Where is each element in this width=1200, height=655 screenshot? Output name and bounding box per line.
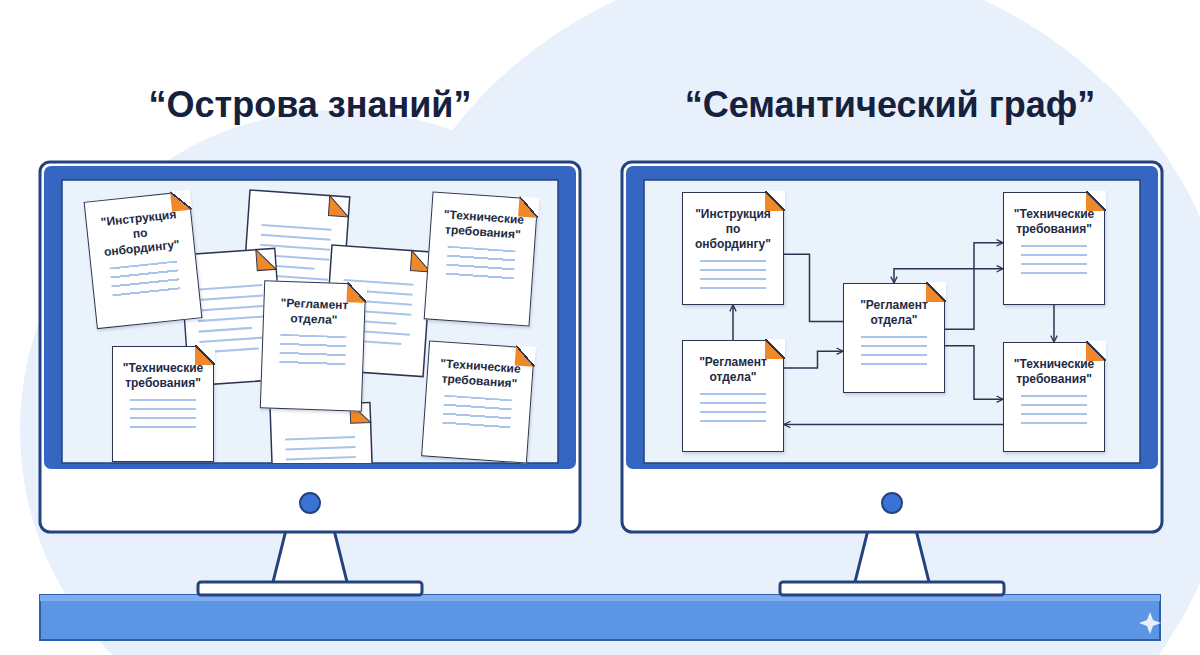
connector-arrow	[945, 243, 1003, 329]
monitor-left	[40, 162, 580, 595]
sparkle	[1139, 612, 1161, 634]
background-blob	[20, 110, 660, 655]
document-title: "Технические требования"	[1010, 357, 1098, 387]
connector-arrow	[784, 424, 1003, 426]
document-title: "Технические требования"	[436, 207, 530, 243]
document-title: "Технические требования"	[433, 356, 527, 392]
document-title: "Регламент отдела"	[689, 355, 777, 385]
document-card: "Инструкция по онбордингу"	[682, 192, 784, 305]
document-title: "Регламент отдела"	[270, 295, 359, 328]
document-lines	[110, 260, 181, 301]
monitor-right	[622, 162, 1162, 595]
document-lines	[442, 395, 512, 434]
document-lines	[1021, 395, 1086, 429]
document-card: "Регламент отдела"	[682, 340, 784, 452]
document-card: "Технические требования"	[424, 191, 539, 326]
document-card: "Технические требования"	[1003, 192, 1105, 305]
document-title: "Инструкция по онбордингу"	[689, 207, 777, 252]
connector-arrow	[784, 254, 843, 321]
document-title: "Технические требования"	[1010, 207, 1098, 237]
document-card: "Технические требования"	[112, 346, 214, 462]
document-title: "Технические требования"	[119, 361, 207, 391]
connector-arrow	[1053, 305, 1055, 342]
connector-arrow	[894, 269, 1003, 283]
document-card: "Инструкция по онбордингу"	[84, 191, 203, 329]
connector-arrow	[732, 305, 734, 340]
document-lines	[700, 393, 765, 427]
document-lines	[130, 399, 195, 433]
document-lines	[1021, 245, 1086, 279]
document-title: "Инструкция по онбордингу"	[92, 206, 188, 260]
document-lines	[700, 260, 765, 294]
document-lines	[861, 336, 926, 370]
document-card: "Регламент отдела"	[843, 283, 945, 393]
heading: “Семантический граф”	[685, 84, 1095, 126]
heading: “Острова знаний”	[149, 84, 472, 126]
connector-arrow	[784, 351, 843, 368]
document-card: "Технические требования"	[421, 340, 535, 463]
document-card: "Технические требования"	[1003, 342, 1105, 452]
document-card: "Регламент отдела"	[260, 280, 366, 411]
document-title: "Регламент отдела"	[850, 298, 938, 328]
document-lines	[280, 334, 346, 370]
desk	[40, 595, 1160, 640]
connector-arrow	[945, 346, 1003, 400]
document-lines	[445, 246, 515, 285]
